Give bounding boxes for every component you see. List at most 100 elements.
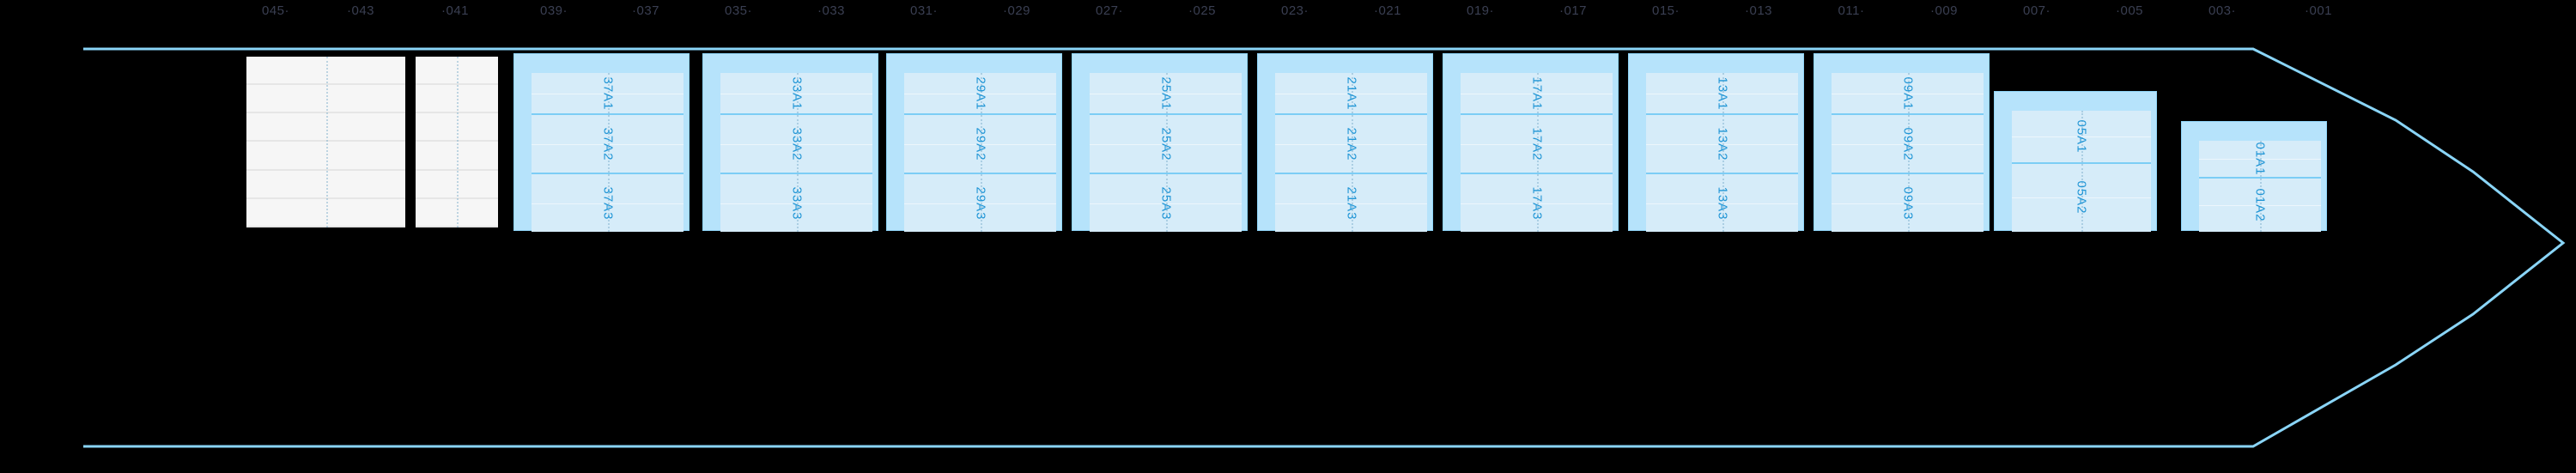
tier-label-37A3: 37A3 xyxy=(600,185,615,221)
tier-slot-09A1[interactable]: 09A1 xyxy=(1832,73,1984,113)
tier-slot-21A3[interactable]: 21A3 xyxy=(1275,173,1427,232)
centerline-icon xyxy=(1351,73,1353,113)
ruler-label-005: ·005 xyxy=(2115,3,2144,18)
tier-slot-37A3[interactable]: 37A3 xyxy=(532,173,683,232)
tier-slot-25A3[interactable]: 25A3 xyxy=(1090,173,1242,232)
empty-slot-row[interactable] xyxy=(416,85,498,114)
slot-divider xyxy=(2199,205,2321,206)
centerline-icon xyxy=(1536,73,1539,113)
tier-slot-01A1[interactable]: 01A1 xyxy=(2199,141,2321,177)
tier-slot-17A2[interactable]: 17A2 xyxy=(1461,113,1613,173)
tier-grid xyxy=(1461,115,1613,173)
tier-slot-21A1[interactable]: 21A1 xyxy=(1275,73,1427,113)
empty-slot-row[interactable] xyxy=(416,57,498,86)
centerline-icon xyxy=(607,174,610,232)
empty-slot-row[interactable] xyxy=(246,198,405,227)
slot-divider xyxy=(904,143,1056,145)
empty-slot-row[interactable] xyxy=(416,170,498,199)
tier-slot-05A2[interactable]: 05A2 xyxy=(2012,161,2151,232)
tier-label-13A3: 13A3 xyxy=(1715,185,1729,221)
tier-grid xyxy=(1461,174,1613,232)
bay-stack-33[interactable]: 33A1 33A2 33A3 xyxy=(702,53,878,232)
ruler-label-001: ·001 xyxy=(2304,3,2333,18)
empty-slot-row[interactable] xyxy=(246,142,405,171)
slot-divider xyxy=(2199,159,2321,160)
tier-grid xyxy=(2199,179,2321,232)
tier-slot-33A1[interactable]: 33A1 xyxy=(720,73,872,113)
tier-slot-25A1[interactable]: 25A1 xyxy=(1090,73,1242,113)
empty-slot-row[interactable] xyxy=(246,85,405,114)
tier-slot-33A2[interactable]: 33A2 xyxy=(720,113,872,173)
slot-divider xyxy=(1832,143,1984,145)
centerline-icon xyxy=(980,115,982,173)
tier-label-17A1: 17A1 xyxy=(1529,76,1544,111)
tier-grid xyxy=(1832,115,1984,173)
tier-slot-05A1[interactable]: 05A1 xyxy=(2012,111,2151,162)
ruler-label-025: ·025 xyxy=(1188,3,1217,18)
ruler-label-035: 035· xyxy=(724,3,753,18)
tier-label-09A3: 09A3 xyxy=(1900,185,1915,221)
tier-slot-33A3[interactable]: 33A3 xyxy=(720,173,872,232)
tier-slot-37A1[interactable]: 37A1 xyxy=(532,73,683,113)
tier-grid xyxy=(904,174,1056,232)
tier-label-25A3: 25A3 xyxy=(1158,185,1173,221)
tier-slot-25A2[interactable]: 25A2 xyxy=(1090,113,1242,173)
tier-slot-13A1[interactable]: 13A1 xyxy=(1646,73,1798,113)
ruler-label-023: 023· xyxy=(1280,3,1309,18)
tier-label-29A3: 29A3 xyxy=(973,185,987,221)
empty-bay-2[interactable] xyxy=(416,57,498,227)
tier-slot-01A2[interactable]: 01A2 xyxy=(2199,177,2321,232)
tier-slot-21A2[interactable]: 21A2 xyxy=(1275,113,1427,173)
tier-slot-29A2[interactable]: 29A2 xyxy=(904,113,1056,173)
empty-slot-row[interactable] xyxy=(246,113,405,143)
tier-grid xyxy=(1832,174,1984,232)
tier-slot-17A1[interactable]: 17A1 xyxy=(1461,73,1613,113)
empty-slot-row[interactable] xyxy=(246,57,405,86)
slot-divider xyxy=(904,203,1056,204)
centerline-icon xyxy=(1351,174,1353,232)
ruler-label-041: ·041 xyxy=(440,3,470,18)
tier-slot-29A1[interactable]: 29A1 xyxy=(904,73,1056,113)
centerline-icon xyxy=(1351,115,1353,173)
ruler-label-027: 027· xyxy=(1095,3,1124,18)
tier-slot-17A3[interactable]: 17A3 xyxy=(1461,173,1613,232)
slot-divider xyxy=(1461,143,1613,145)
tier-slot-13A3[interactable]: 13A3 xyxy=(1646,173,1798,232)
empty-slot-row[interactable] xyxy=(416,198,498,227)
centerline-icon xyxy=(325,57,328,227)
empty-slot-row[interactable] xyxy=(416,142,498,171)
tier-label-33A2: 33A2 xyxy=(789,126,804,161)
centerline-icon xyxy=(1165,115,1168,173)
tier-slot-13A2[interactable]: 13A2 xyxy=(1646,113,1798,173)
bay-stack-09[interactable]: 09A1 09A2 09A3 xyxy=(1814,53,1990,232)
centerline-icon xyxy=(1722,73,1724,113)
tier-grid xyxy=(1461,73,1613,113)
ruler-label-015: 015· xyxy=(1651,3,1680,18)
tier-slot-09A3[interactable]: 09A3 xyxy=(1832,173,1984,232)
ruler-label-039: 039· xyxy=(539,3,568,18)
slot-divider xyxy=(2012,136,2151,137)
ruler-label-031: 031· xyxy=(909,3,939,18)
tier-grid xyxy=(904,115,1056,173)
tier-label-09A1: 09A1 xyxy=(1900,76,1915,111)
slot-divider xyxy=(532,143,683,145)
tier-slot-37A2[interactable]: 37A2 xyxy=(532,113,683,173)
empty-slot-row[interactable] xyxy=(416,113,498,143)
tier-slot-29A3[interactable]: 29A3 xyxy=(904,173,1056,232)
ruler-label-011: 011· xyxy=(1838,3,1865,18)
empty-slot-row[interactable] xyxy=(246,170,405,199)
centerline-icon xyxy=(796,174,799,232)
empty-bay-1[interactable] xyxy=(246,57,405,227)
tier-label-09A2: 09A2 xyxy=(1900,126,1915,161)
tier-slot-09A2[interactable]: 09A2 xyxy=(1832,113,1984,173)
